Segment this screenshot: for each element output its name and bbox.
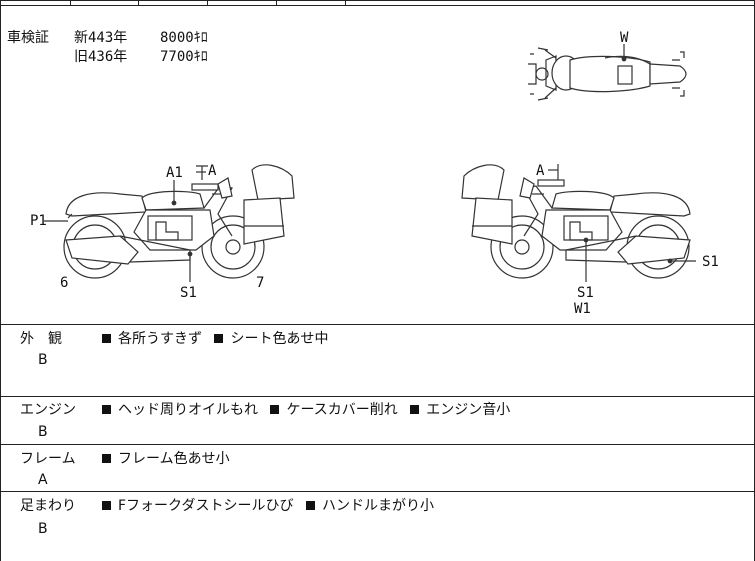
inspection-label: 車検証: [7, 30, 49, 46]
section-border: [0, 491, 755, 492]
section-grade-suspension: B: [38, 521, 48, 537]
inspection-row-old: 旧436年: [74, 49, 127, 65]
section-border: [0, 444, 755, 445]
bullet-square-icon: [102, 501, 111, 510]
bullet-square-icon: [270, 405, 280, 414]
bullet-square-icon: [410, 405, 420, 414]
note-item: フレーム色あせ小: [118, 451, 230, 467]
section-name-engine: エンジン: [20, 402, 76, 418]
note-item: Fフォークダストシールひび: [118, 498, 294, 514]
section-grade-engine: B: [38, 424, 48, 440]
inspection-price-old: 7700ｷﾛ: [160, 49, 208, 65]
note-item: ハンドルまがり小: [321, 498, 434, 514]
label-a1: A1: [166, 165, 183, 181]
header-bottom-border: [0, 5, 755, 6]
divider: [345, 0, 346, 5]
divider: [70, 0, 71, 5]
bullet-square-icon: [102, 405, 111, 414]
label-6: 6: [60, 275, 69, 291]
label-p1: P1: [30, 213, 47, 229]
section-notes-frame: フレーム色あせ小: [102, 451, 238, 467]
row-price: 8000: [160, 30, 194, 46]
note-item: 各所うすきず: [118, 331, 202, 347]
section-notes-suspension: Fフォークダストシールひび ハンドルまがり小: [102, 498, 442, 514]
bullet-square-icon: [214, 334, 224, 343]
row-price-unit: ｷﾛ: [193, 30, 208, 46]
row-unit: 年: [113, 30, 128, 46]
section-border: [0, 396, 755, 397]
section-grade-exterior: B: [38, 352, 48, 368]
left-border: [0, 0, 1, 561]
note-item: シート色あせ中: [230, 331, 329, 347]
inspection-price-new: 8000ｷﾛ: [160, 30, 208, 46]
label-right-w1: W1: [574, 301, 591, 317]
bullet-square-icon: [102, 454, 111, 463]
section-notes-engine: ヘッド周りオイルもれ ケースカバー削れ エンジン音小: [102, 402, 518, 418]
divider: [276, 0, 277, 5]
row-value: 436: [88, 49, 114, 65]
row-kind: 旧: [74, 49, 88, 65]
top-border: [0, 0, 755, 1]
label-a: A: [208, 163, 217, 179]
section-notes-exterior: 各所うすきず シート色あせ中: [102, 331, 336, 347]
section-name-exterior: 外 観: [20, 331, 62, 347]
section-name-frame: フレーム: [20, 451, 76, 467]
label-w: W: [620, 30, 629, 46]
label-7: 7: [256, 275, 265, 291]
row-value: 443: [88, 30, 114, 46]
note-item: ケースカバー削れ: [286, 402, 398, 418]
section-border: [0, 324, 755, 325]
note-item: エンジン音小: [426, 402, 511, 418]
inspection-row-new: 新443年: [74, 30, 127, 46]
row-price-unit: ｷﾛ: [193, 49, 208, 65]
label-right-s1: S1: [577, 285, 594, 301]
divider: [207, 0, 208, 5]
note-item: ヘッド周りオイルもれ: [118, 402, 258, 418]
divider: [138, 0, 139, 5]
row-price: 7700: [160, 49, 194, 65]
label-right-a: A: [536, 163, 545, 179]
section-name-suspension: 足まわり: [20, 498, 76, 514]
row-kind: 新: [74, 30, 88, 46]
label-right-s1-side: S1: [702, 254, 719, 270]
label-s1: S1: [180, 285, 197, 301]
section-grade-frame: A: [38, 472, 48, 488]
row-unit: 年: [113, 49, 128, 65]
bullet-square-icon: [305, 501, 315, 510]
bullet-square-icon: [102, 334, 111, 343]
